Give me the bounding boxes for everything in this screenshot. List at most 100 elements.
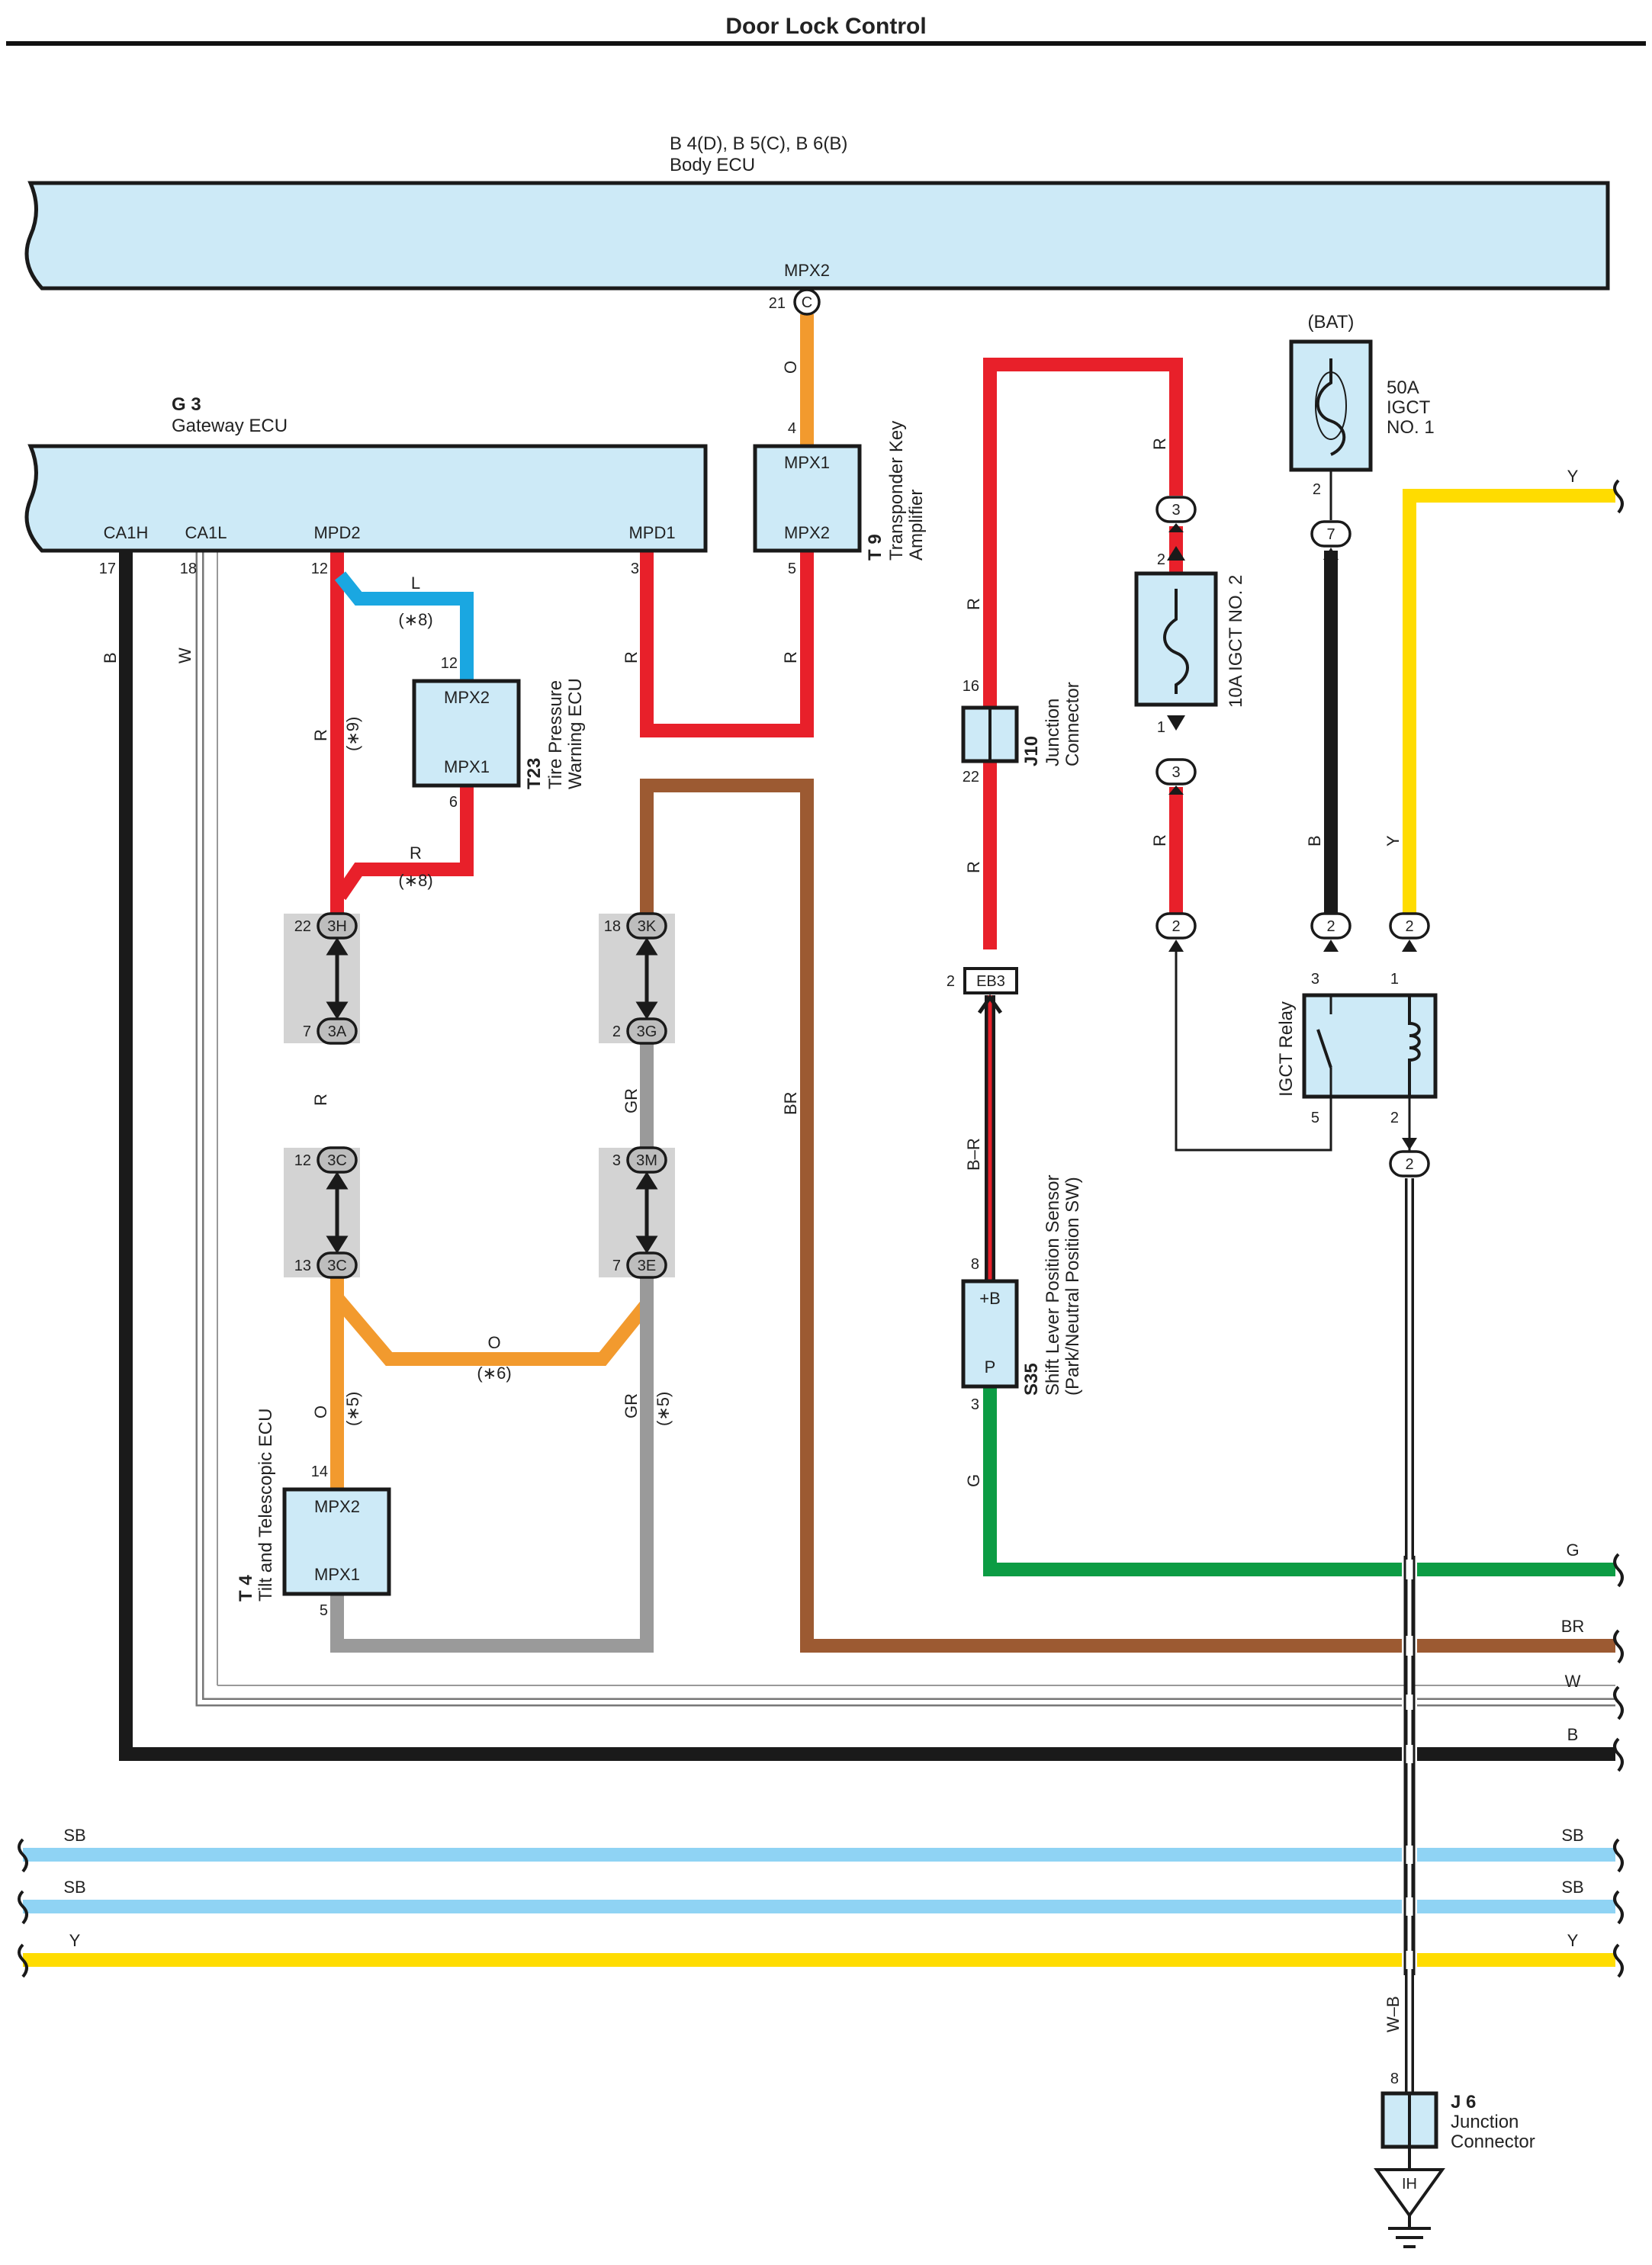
j6-code: J 6 <box>1451 2092 1476 2112</box>
shift-code: S35 <box>1021 1363 1042 1396</box>
label-y-bus-right: Y <box>1567 1931 1579 1950</box>
j6-pin: 8 <box>1390 2071 1399 2087</box>
transponder-pin-5: 5 <box>788 561 796 577</box>
connector-3a-label: 3A <box>328 1023 347 1040</box>
wire-red-tire <box>334 786 474 901</box>
body-ecu-port: MPX2 <box>784 261 830 280</box>
connector-link-arrows <box>326 937 658 1254</box>
j10-pin-16: 16 <box>963 678 979 695</box>
relay-box <box>1302 993 1438 1099</box>
connector-3h-label: 3H <box>327 918 347 935</box>
label-r-j10-top: R <box>964 598 983 610</box>
eb3-pin: 2 <box>947 973 955 990</box>
label-o-top: O <box>781 361 800 374</box>
label-gr-upper: GR <box>622 1088 641 1113</box>
label-g-right: G <box>1566 1541 1579 1560</box>
tilt-port-mpx2: MPX2 <box>314 1497 360 1516</box>
round-connector-arrows <box>1168 523 1417 1150</box>
conn-3-bottom-label: 3 <box>1172 764 1180 781</box>
relay-pin-2: 2 <box>1390 1110 1399 1126</box>
label-g-vertical: G <box>964 1474 983 1487</box>
label-b-r: B–R <box>964 1138 983 1171</box>
label-w-b: W–B <box>1384 1996 1403 2032</box>
transponder-box <box>753 444 862 553</box>
conn-3-top-label: 3 <box>1172 502 1180 519</box>
label-gr-lower: GR <box>622 1393 641 1418</box>
diagram-title: Door Lock Control <box>725 14 926 39</box>
connector-3h-pin: 22 <box>294 918 311 935</box>
body-ecu-name: Body ECU <box>670 155 755 175</box>
conn-2-relay-y-label: 2 <box>1405 918 1413 935</box>
fuse-bat-l2: IGCT <box>1387 397 1431 418</box>
transponder-port-mpx1: MPX1 <box>784 453 830 472</box>
body-ecu-code: B 4(D), B 5(C), B 6(B) <box>670 133 847 154</box>
gateway-ecu-name: Gateway ECU <box>172 416 288 436</box>
label-r-mpd2: R <box>311 729 330 741</box>
crossing-gaps <box>1402 1556 1417 1975</box>
j6-name2: Connector <box>1451 2132 1535 2152</box>
shift-name2: (Park/Neutral Position SW) <box>1062 1177 1083 1396</box>
label-w-ca1l: W <box>175 647 194 663</box>
shift-sensor-label: S35 Shift Lever Position Sensor (Park/Ne… <box>1021 1175 1083 1396</box>
label-n8-blue: (∗8) <box>398 610 432 629</box>
label-r-lower: R <box>311 1094 330 1106</box>
fuse-bat-l1: 50A <box>1387 378 1419 398</box>
shift-pin-8: 8 <box>971 1256 979 1273</box>
tire-name2: Warning ECU <box>565 678 586 789</box>
label-w-right: W <box>1565 1672 1581 1691</box>
tire-pressure-label: T23 Tire Pressure Warning ECU <box>524 678 586 789</box>
gateway-port-ca1l: CA1L <box>185 523 227 542</box>
connector-3c-top-label: 3C <box>327 1152 347 1169</box>
label-br-right: BR <box>1561 1617 1585 1636</box>
gateway-pin-3: 3 <box>631 561 639 577</box>
label-r-j10-bottom: R <box>964 861 983 873</box>
wire-orange-cross <box>332 1293 653 1366</box>
gateway-ecu-box <box>24 444 708 553</box>
label-sb-right-2: SB <box>1561 1878 1583 1897</box>
j10-label: J10 Junction Connector <box>1021 682 1083 766</box>
label-sb-right-1: SB <box>1561 1826 1583 1845</box>
wire-white-inner <box>198 551 1615 1704</box>
conn-2-fuse <box>1155 912 1197 940</box>
body-ecu-conn: C <box>802 294 812 311</box>
ground-label: IH <box>1402 2176 1417 2193</box>
shift-pin-3: 3 <box>971 1396 979 1413</box>
relay-pin-5: 5 <box>1311 1110 1319 1126</box>
shift-port-b: +B <box>979 1289 1001 1308</box>
relay-name: IGCT Relay <box>1276 1001 1297 1097</box>
conn-3-top <box>1155 496 1197 523</box>
fuse-bat-symbol <box>1316 358 1346 456</box>
connector-3m: 3M 3 <box>612 1146 667 1174</box>
wire-green <box>983 1386 1615 1576</box>
conn-2-relay-b <box>1310 912 1351 940</box>
wire-layer <box>23 314 1615 2093</box>
relay-pin-1: 1 <box>1390 971 1399 988</box>
gateway-pin-17: 17 <box>99 561 116 577</box>
tire-pressure-box <box>412 679 521 788</box>
j10-name: Junction <box>1043 699 1063 766</box>
fuse-bat-l3: NO. 1 <box>1387 417 1435 438</box>
conn-2-relay-b-label: 2 <box>1326 918 1335 935</box>
wire-red-j10 <box>983 358 1183 949</box>
connector-3a: 3A 7 <box>303 1017 358 1045</box>
body-ecu-conn-circle <box>793 288 821 316</box>
connector-3k-pin: 18 <box>604 918 621 935</box>
label-r-tire: R <box>410 843 422 863</box>
tilt-name: Tilt and Telescopic ECU <box>256 1409 276 1602</box>
fuse-bat-outline <box>1315 371 1347 440</box>
wire-blue-tire <box>334 571 474 683</box>
transponder-name2: Amplifier <box>906 490 927 561</box>
label-r-fuse-bottom: R <box>1150 834 1169 847</box>
tilt-code: T 4 <box>236 1575 256 1602</box>
connector-3g-pin: 2 <box>612 1023 621 1040</box>
label-n5-left: (∗5) <box>343 1392 362 1426</box>
body-ecu-pin: 21 <box>769 295 786 312</box>
connector-3e: 3E 7 <box>612 1251 667 1279</box>
shift-sensor-box <box>961 1279 1019 1389</box>
connector-3c-top: 3C 12 <box>294 1146 358 1174</box>
label-sb-left-2: SB <box>63 1878 85 1897</box>
fuse-10a-arrow-bottom <box>1167 715 1185 731</box>
tire-pin-6: 6 <box>449 794 458 811</box>
label-n5-right: (∗5) <box>654 1392 673 1426</box>
